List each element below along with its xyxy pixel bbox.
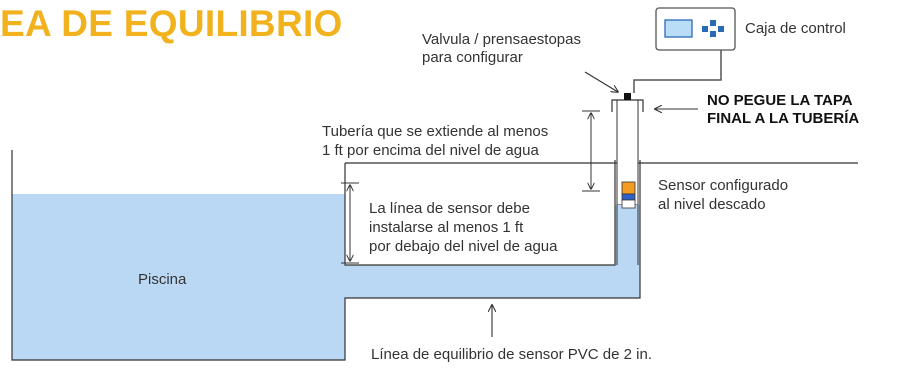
sensor-set-label-line2: al nivel descado [658, 196, 766, 213]
cap-top-knob [624, 93, 631, 100]
equalizer-label: Línea de equilibrio de sensor PVC de 2 i… [371, 346, 653, 363]
page-title: EA DE EQUILIBRIO [0, 3, 343, 44]
sensor-line-label-line3: por debajo del nivel de agua [369, 238, 558, 255]
no-glue-label-line2: FINAL A LA TUBERÍA [707, 110, 860, 127]
pipe-extend-label-line1: Tubería que se extiende al menos [322, 123, 549, 140]
sensor-line-label-line1: La línea de sensor debe [369, 200, 530, 217]
channel-outline [344, 160, 616, 266]
pipe-extend-label-line2: 1 ft por encima del nivel de agua [322, 142, 539, 159]
no-glue-label-line1: NO PEGUE LA TAPA [707, 92, 853, 109]
control-box-label: Caja de control [745, 20, 846, 37]
control-cable [633, 50, 722, 93]
control-box-icon [655, 7, 736, 51]
sensor-icon [621, 181, 636, 209]
water-fill [12, 194, 640, 360]
valve-arrow [584, 71, 618, 92]
pipe-extension-dimension [582, 110, 600, 192]
pipe-water [617, 205, 638, 265]
sensor-line-label-line2: instalarse al menos 1 ft [369, 219, 524, 236]
valve-label-line2: para configurar [422, 49, 523, 66]
pool-label: Piscina [138, 271, 187, 288]
pool-outline [11, 150, 641, 361]
sensor-depth-dimension [341, 182, 359, 264]
valve-label-line1: Valvula / prensaestopas [422, 31, 581, 48]
sensor-set-label-line1: Sensor configurado [658, 177, 789, 194]
